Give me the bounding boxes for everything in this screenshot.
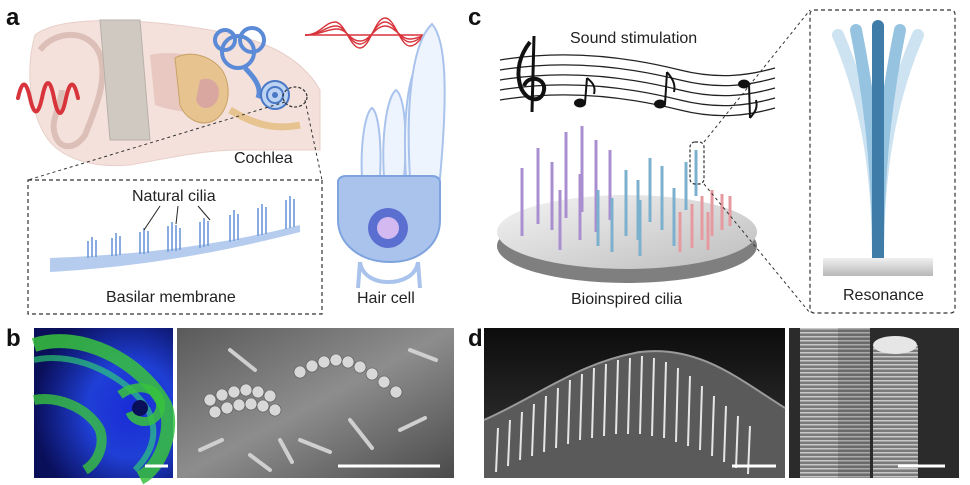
natural-cilia-bundles bbox=[87, 196, 295, 258]
sound-wave-packet bbox=[304, 17, 431, 49]
ear-anatomy-illustration bbox=[29, 19, 321, 167]
bioinspired-cilia-purple bbox=[520, 126, 612, 250]
sem-image-hair-bundle bbox=[177, 328, 454, 478]
music-staff bbox=[499, 54, 776, 117]
resonance-base bbox=[823, 258, 933, 276]
basilar-membrane-label: Basilar membrane bbox=[106, 289, 236, 306]
basilar-membrane-sheet bbox=[50, 225, 300, 272]
sem-image-cilium-closeup bbox=[789, 328, 959, 478]
resonance-inset-box bbox=[809, 9, 956, 314]
cochlea-label: Cochlea bbox=[234, 150, 293, 167]
bioinspired-cilia-pink bbox=[678, 190, 732, 252]
sound-wave-left bbox=[16, 81, 80, 115]
panel-label-d: d bbox=[468, 325, 483, 352]
resonance-cilia bbox=[832, 20, 924, 264]
hair-cell-illustration bbox=[337, 22, 446, 289]
cochlea-callout-circle bbox=[282, 86, 308, 108]
bioinspired-cilia-blue bbox=[596, 150, 698, 256]
panel-label-c: c bbox=[468, 4, 482, 31]
resonance-label: Resonance bbox=[843, 287, 924, 304]
bioinspired-cilia-label: Bioinspired cilia bbox=[571, 291, 683, 308]
music-notes bbox=[516, 35, 758, 119]
panel-label-a: a bbox=[6, 4, 20, 31]
sem-image-cilia-array bbox=[483, 328, 786, 478]
basilar-inset-box bbox=[27, 179, 323, 315]
natural-cilia-label: Natural cilia bbox=[132, 188, 216, 205]
hair-cell-label: Hair cell bbox=[357, 290, 415, 307]
fluorescence-image bbox=[31, 328, 176, 485]
cilium-callout bbox=[689, 141, 705, 185]
sound-stimulation-label: Sound stimulation bbox=[570, 30, 698, 47]
panel-label-b: b bbox=[6, 325, 21, 352]
cilia-pointer-lines bbox=[143, 205, 211, 231]
